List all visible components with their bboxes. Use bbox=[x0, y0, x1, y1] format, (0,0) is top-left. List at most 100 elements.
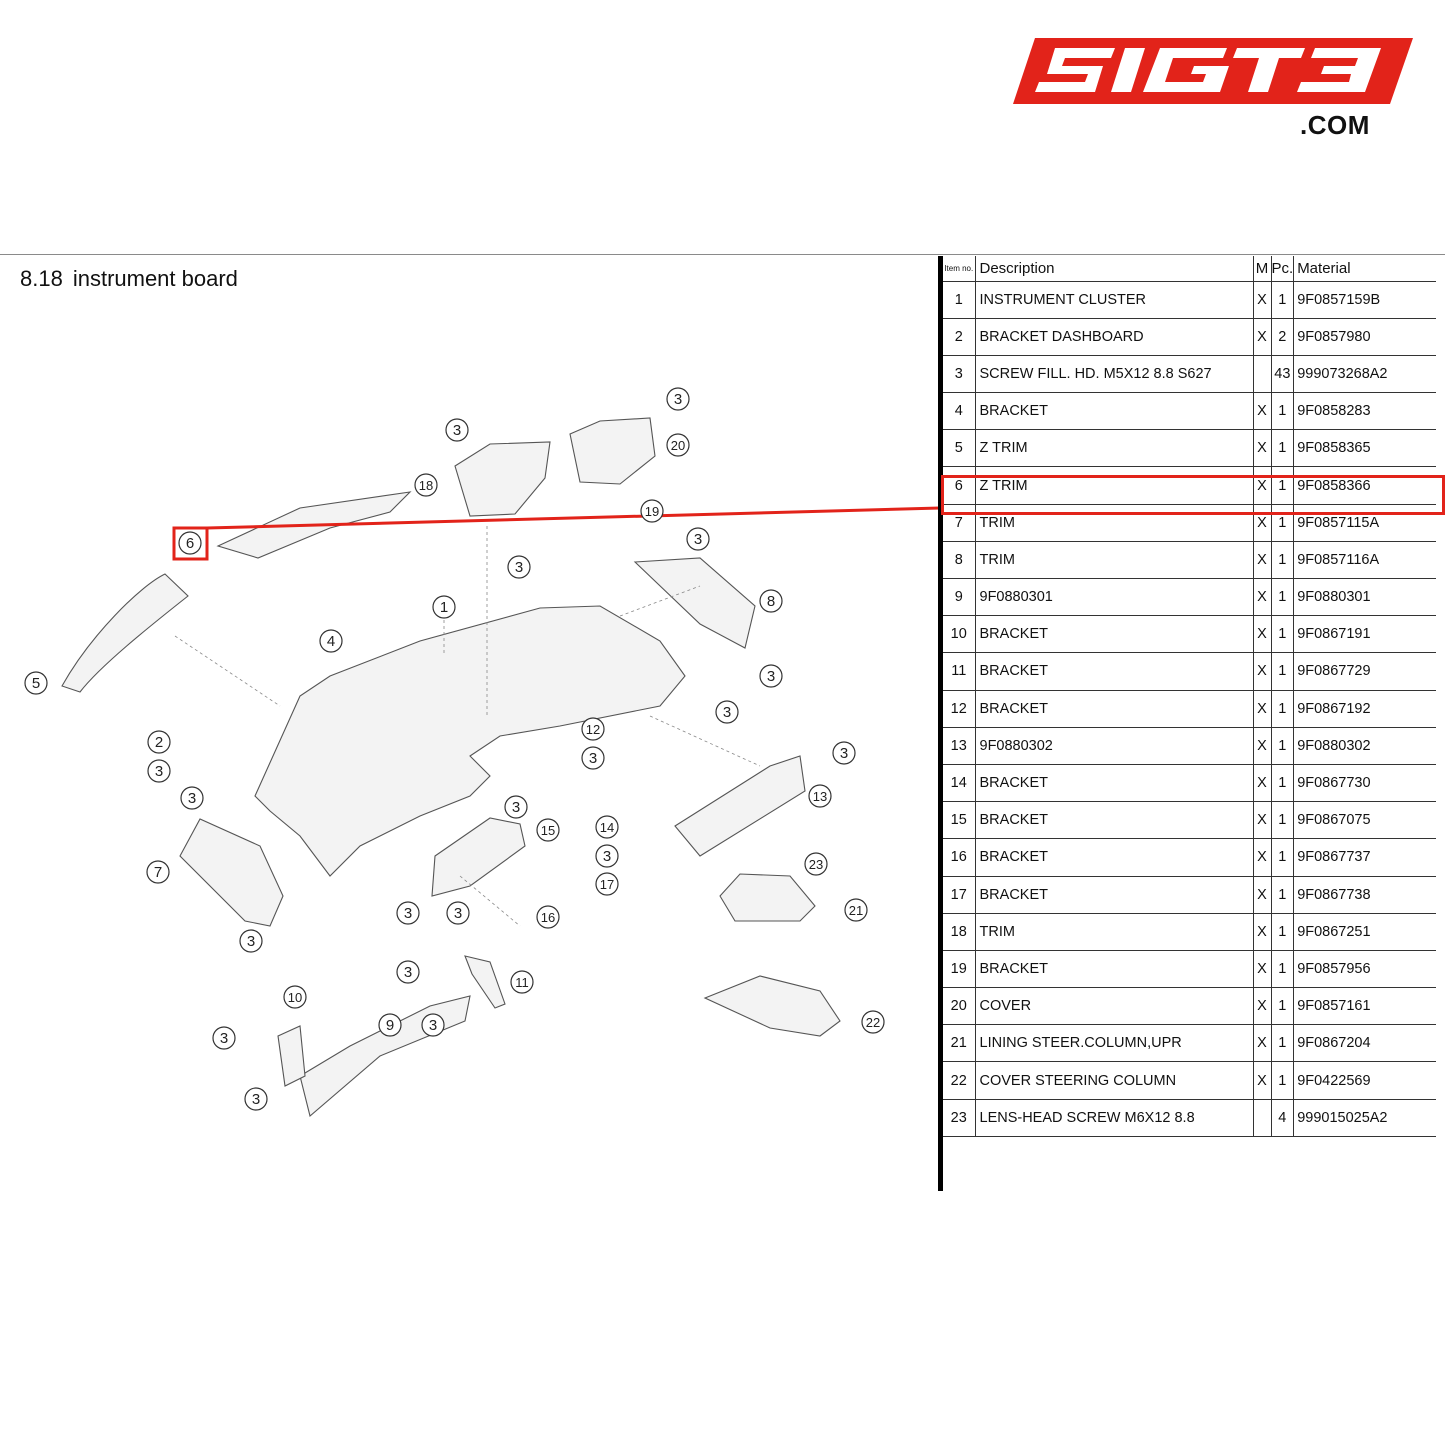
row-m: X bbox=[1252, 318, 1271, 356]
callout-circle bbox=[396, 960, 420, 984]
callout-circle bbox=[414, 473, 438, 497]
callout-21: 21 bbox=[844, 898, 868, 922]
row-pc: 1 bbox=[1270, 690, 1294, 728]
callout-label: 12 bbox=[586, 722, 600, 737]
row-description: BRACKET bbox=[974, 950, 1253, 989]
callout-circle bbox=[804, 852, 828, 876]
callout-label: 3 bbox=[220, 1030, 228, 1047]
row-pc: 1 bbox=[1270, 541, 1294, 580]
callout-label: 3 bbox=[454, 905, 462, 922]
row-pc: 2 bbox=[1270, 318, 1294, 356]
header-material: Material bbox=[1293, 256, 1436, 282]
row-pc: 1 bbox=[1270, 801, 1294, 840]
callout-circle bbox=[212, 1026, 236, 1050]
row-description: BRACKET bbox=[974, 392, 1253, 431]
part-item-15 bbox=[431, 817, 526, 897]
row-pc: 1 bbox=[1270, 764, 1294, 803]
callout-14: 14 bbox=[595, 815, 619, 839]
callout-1: 1 bbox=[432, 595, 456, 619]
row-item-no: 7 bbox=[943, 504, 975, 542]
row-m: X bbox=[1252, 429, 1271, 468]
row-pc: 1 bbox=[1270, 578, 1294, 617]
callout-label: 6 bbox=[186, 535, 194, 552]
row-material: 9F0857159B bbox=[1293, 281, 1436, 319]
row-pc: 1 bbox=[1270, 392, 1294, 431]
row-material: 9F0857956 bbox=[1293, 950, 1436, 989]
row-description: BRACKET bbox=[974, 764, 1253, 803]
callout-label: 10 bbox=[288, 990, 302, 1005]
row-pc: 1 bbox=[1270, 281, 1294, 319]
callout-label: 3 bbox=[404, 964, 412, 981]
callout-3: 3 bbox=[686, 527, 710, 551]
callout-label: 3 bbox=[589, 750, 597, 767]
callout-3: 3 bbox=[239, 929, 263, 953]
callout-label: 3 bbox=[429, 1017, 437, 1034]
row-pc: 1 bbox=[1270, 950, 1294, 989]
row-m bbox=[1252, 355, 1271, 394]
row-m bbox=[1252, 1099, 1271, 1137]
callout-label: 3 bbox=[247, 933, 255, 950]
row-material: 9F0857115A bbox=[1293, 504, 1436, 542]
row-m: X bbox=[1252, 541, 1271, 580]
callout-circle bbox=[808, 784, 832, 808]
row-description: TRIM bbox=[974, 913, 1253, 951]
callout-label: 14 bbox=[600, 820, 614, 835]
part-item-9 bbox=[299, 995, 471, 1117]
callout-label: 21 bbox=[849, 903, 863, 918]
row-description: LINING STEER.COLUMN,UPR bbox=[974, 1024, 1253, 1063]
callout-5: 5 bbox=[24, 671, 48, 695]
row-m: X bbox=[1252, 727, 1271, 765]
callout-circle bbox=[180, 786, 204, 810]
callout-label: 19 bbox=[645, 504, 659, 519]
row-item-no: 14 bbox=[943, 764, 975, 803]
row-description: BRACKET bbox=[974, 690, 1253, 728]
callout-13: 13 bbox=[808, 784, 832, 808]
callout-3: 3 bbox=[715, 700, 739, 724]
callout-label: 3 bbox=[252, 1091, 260, 1108]
callout-circle bbox=[147, 759, 171, 783]
row-description: COVER bbox=[974, 987, 1253, 1026]
callout-label: 22 bbox=[866, 1015, 880, 1030]
part-item-18 bbox=[454, 441, 551, 517]
callout-circle bbox=[581, 746, 605, 770]
row-m: X bbox=[1252, 876, 1271, 914]
callout-20: 20 bbox=[666, 433, 690, 457]
callout-circle bbox=[595, 844, 619, 868]
callout-label: 3 bbox=[767, 668, 775, 685]
row-m: X bbox=[1252, 1024, 1271, 1063]
callout-circle bbox=[640, 499, 664, 523]
callout-3: 3 bbox=[212, 1026, 236, 1050]
callout-label: 18 bbox=[419, 478, 433, 493]
row-description: Z TRIM bbox=[974, 466, 1253, 505]
part-instrument-board bbox=[254, 605, 686, 877]
callout-9: 9 bbox=[378, 1013, 402, 1037]
callout-circle bbox=[178, 531, 202, 555]
callout-label: 2 bbox=[155, 734, 163, 751]
callout-4: 4 bbox=[319, 629, 343, 653]
row-material: 9F0880301 bbox=[1293, 578, 1436, 617]
callout-circle bbox=[715, 700, 739, 724]
row-m: X bbox=[1252, 950, 1271, 989]
callout-circle bbox=[396, 901, 420, 925]
row-pc: 1 bbox=[1270, 727, 1294, 765]
callout-label: 23 bbox=[809, 857, 823, 872]
callout-label: 3 bbox=[188, 790, 196, 807]
row-material: 9F0867729 bbox=[1293, 652, 1436, 691]
callout-3: 3 bbox=[244, 1087, 268, 1111]
row-item-no: 11 bbox=[943, 652, 975, 691]
callout-circle bbox=[445, 418, 469, 442]
callout-circle bbox=[666, 433, 690, 457]
callout-circle bbox=[595, 872, 619, 896]
callout-circle bbox=[446, 901, 470, 925]
callout-circle bbox=[510, 970, 534, 994]
callout-circle bbox=[147, 730, 171, 754]
callout-label: 3 bbox=[404, 905, 412, 922]
